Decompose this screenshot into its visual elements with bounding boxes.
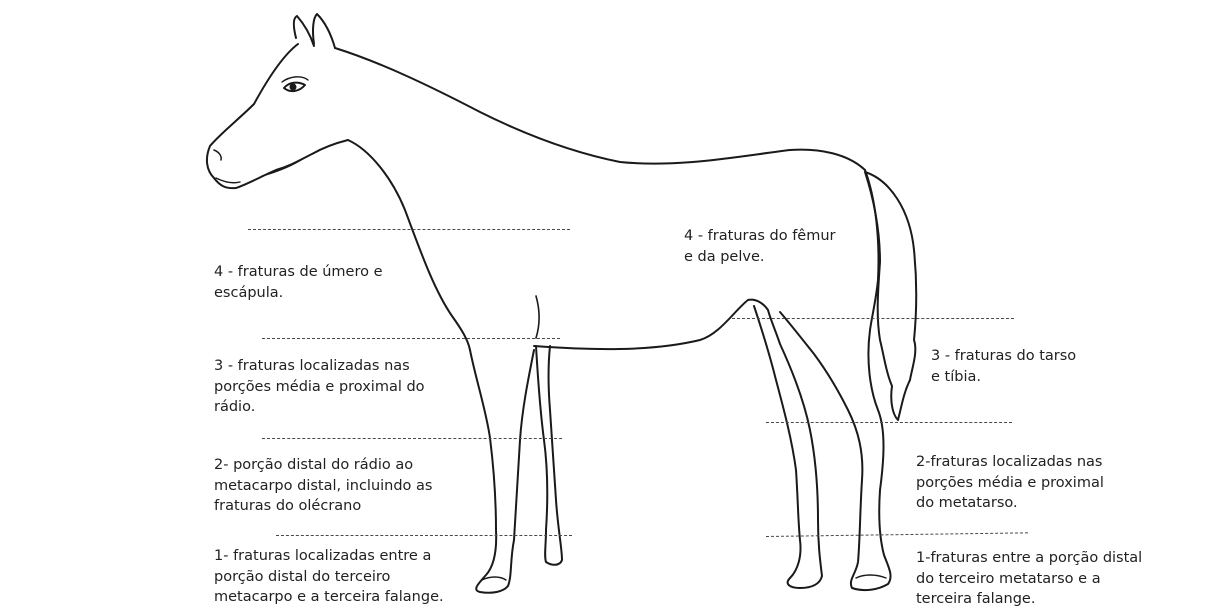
horse-ear-right — [312, 13, 336, 49]
hind-region-3-label: 3 - fraturas do tarso e tíbia. — [931, 348, 1077, 385]
front-divider-4 — [248, 229, 570, 230]
horse-jaw — [261, 157, 305, 177]
front-region-2-label: 2- porção distal do rádio ao metacarpo d… — [214, 457, 433, 514]
hind-region-4-label: 4 - fraturas do fêmur e da pelve. — [684, 228, 836, 265]
horse-front-leg-far — [535, 345, 563, 566]
hind-divider-2 — [766, 422, 1012, 423]
horse-nostril — [213, 149, 222, 161]
front-region-3-label: 3 - fraturas localizadas nas porções méd… — [214, 358, 425, 415]
hind-region-2-label: 2-fraturas localizadas nas porções média… — [916, 454, 1104, 511]
horse-ear-left — [292, 15, 315, 47]
front-divider-1 — [276, 535, 572, 536]
horse-hind-leg-near — [779, 311, 892, 592]
horse-eye — [283, 81, 306, 93]
horse-hoof-front — [481, 576, 507, 581]
horse-pupil — [289, 83, 297, 91]
horse-throat-chest — [347, 139, 471, 351]
horse-belly — [533, 298, 769, 351]
front-divider-3 — [262, 338, 560, 339]
horse-topline — [205, 43, 349, 190]
horse-crest — [334, 47, 866, 171]
front-region-1-label: 1- fraturas localizadas entre a porção d… — [214, 548, 444, 605]
horse-tail — [864, 171, 918, 421]
horse-mouth — [215, 177, 241, 184]
horse-eye-brow — [281, 76, 309, 83]
horse-hind-leg-far — [753, 305, 823, 589]
horse-shoulder-line — [535, 295, 540, 339]
hind-divider-3 — [732, 318, 1014, 319]
front-region-4-label: 4 - fraturas de úmero e escápula. — [214, 264, 383, 301]
horse-front-leg-near — [469, 349, 535, 594]
horse-hoof-hind — [855, 574, 887, 579]
front-divider-2 — [262, 438, 562, 439]
hind-region-1-label: 1-fraturas entre a porção distal do terc… — [916, 550, 1143, 607]
